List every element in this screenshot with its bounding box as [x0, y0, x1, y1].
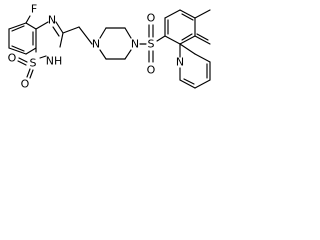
- sulfonyl-sulfur: S: [148, 38, 155, 51]
- bond: [26, 68, 31, 78]
- quinoline-ring: [164, 9, 211, 89]
- benzene-ring: [8, 22, 37, 55]
- oxygen-atom: O: [147, 64, 156, 77]
- bond: [181, 33, 193, 41]
- bond: [194, 79, 211, 89]
- bond: [179, 9, 196, 19]
- bond: [124, 27, 132, 39]
- piperazine-ring: [99, 27, 132, 60]
- bond: [25, 22, 37, 30]
- bond: [124, 49, 132, 60]
- bond: [35, 21, 49, 30]
- bond: [8, 47, 27, 55]
- quinoline-nitrogen: N: [176, 56, 184, 69]
- bond: [11, 45, 25, 52]
- fluorine-atom: F: [31, 3, 37, 16]
- bond: [179, 35, 196, 45]
- bond: [55, 21, 64, 34]
- bond: [8, 22, 27, 30]
- bond: [179, 43, 196, 55]
- bond: [25, 15, 31, 24]
- bond: [62, 26, 80, 34]
- oxygen-atom: O: [21, 78, 30, 91]
- piperazine-nitrogen-left: N: [92, 38, 100, 51]
- ring-nitrogen: N: [48, 14, 56, 27]
- bond: [99, 49, 107, 60]
- bond: [99, 27, 107, 39]
- bond: [17, 60, 27, 66]
- oxygen-atom: O: [8, 52, 17, 65]
- bond: [52, 26, 60, 37]
- ring-nh: NH: [46, 55, 63, 68]
- bond: [39, 55, 47, 59]
- bond: [194, 35, 211, 45]
- bond: [183, 78, 195, 85]
- bond: [11, 25, 25, 32]
- bond: [164, 35, 181, 45]
- thiadiazine-ring: [35, 21, 64, 59]
- molecule-structure: F N S NH O O N N S O O: [8, 3, 211, 91]
- bond: [164, 9, 181, 19]
- bond: [194, 9, 211, 19]
- bond: [78, 26, 93, 45]
- bond: [29, 69, 34, 79]
- bond: [59, 32, 64, 48]
- bond: [156, 35, 166, 42]
- bond: [181, 13, 194, 21]
- piperazine-nitrogen-right: N: [131, 38, 139, 51]
- bond: [194, 53, 211, 63]
- bond: [18, 57, 28, 63]
- bond: [179, 79, 196, 89]
- bond: [25, 47, 37, 55]
- oxygen-atom: O: [147, 12, 156, 25]
- bond: [196, 33, 209, 41]
- ring-sulfur: S: [30, 57, 37, 70]
